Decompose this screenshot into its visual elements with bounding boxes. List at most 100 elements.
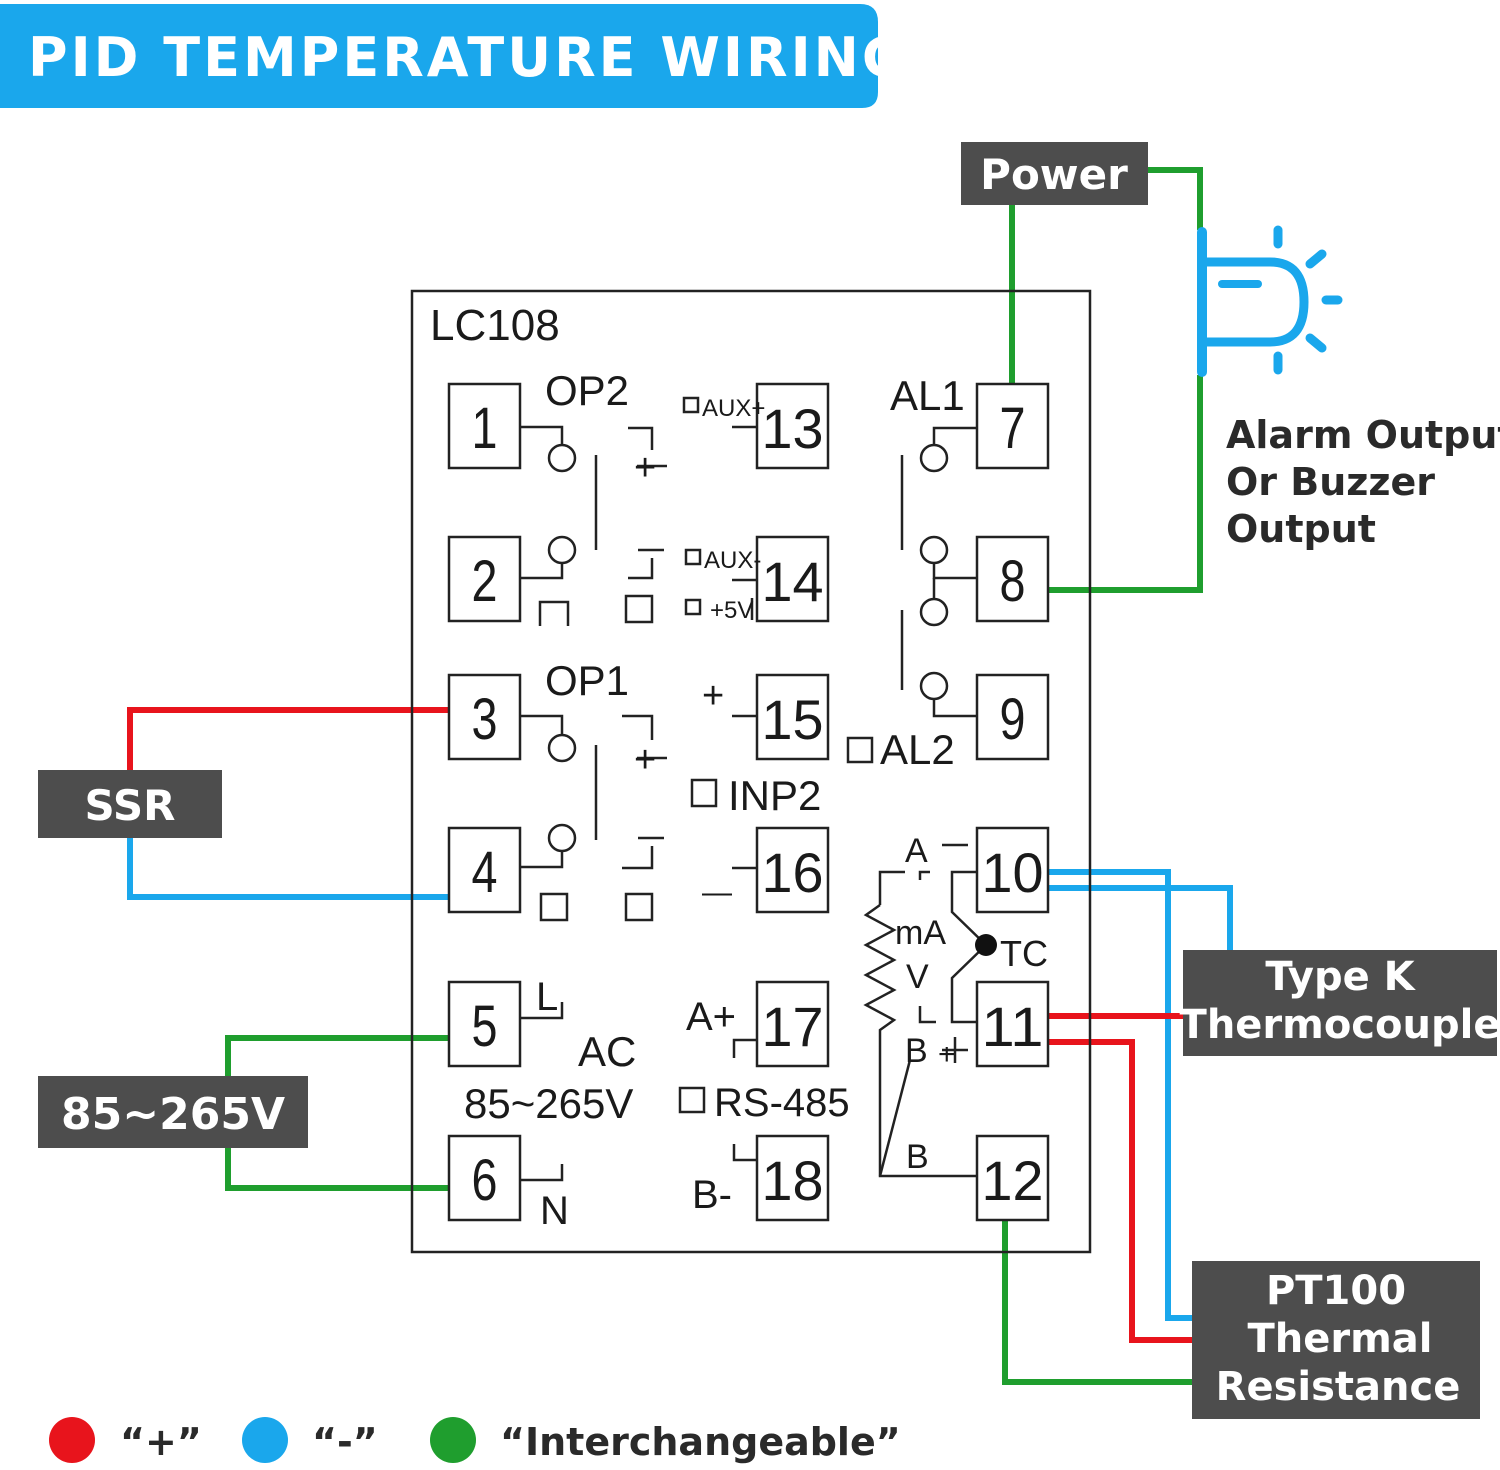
inp2-label: INP2 [728,772,821,819]
terminal-box [447,673,522,761]
wire-pt100-common [1002,1220,1192,1385]
wire-power-to-alarm [1148,167,1203,230]
terminal-5: 5 [447,980,522,1068]
terminal-11: 11 [975,980,1050,1068]
terminal-number: 17 [762,995,824,1058]
title-banner-bg [0,4,878,108]
supply-label: 85~265V [61,1089,285,1140]
wire-supply-to-5 [225,1035,448,1076]
n-label: N [540,1189,569,1233]
terminal-box [755,1134,830,1222]
terminal-6: 6 [447,1134,522,1222]
terminal-number: 1 [472,396,498,461]
op1-label: OP1 [545,657,629,704]
alarm-light-icon [1197,225,1343,377]
b2-label: B [906,1138,929,1176]
pt100-line1: PT100 [1266,1268,1406,1314]
ssr-label: SSR [85,781,176,830]
terminal-box [975,535,1050,623]
tc-junction [975,934,997,956]
device-outline [410,289,1092,1254]
internal-voltage-label: 85~265V [464,1080,633,1127]
wire-pt100-minus [1048,869,1192,1321]
terminal-18: 18 [755,1134,830,1222]
alarm-line3: Output [1226,507,1376,551]
ssr-box [38,770,222,838]
terminal-box [755,382,830,470]
wire-ssr-plus [127,707,448,770]
al1-label: AL1 [890,372,965,419]
page-title: PID TEMPERATURE WIRING [28,26,909,89]
terminal-13: 13 [755,382,830,470]
terminal-number: 5 [472,994,498,1059]
pt100-box [1192,1261,1480,1419]
terminal-10: 10 [975,826,1050,914]
terminal-number: 14 [762,550,824,613]
aux-minus-label: AUX- [704,547,761,574]
pt100-line3: Resistance [1216,1364,1461,1410]
terminal-box [755,535,830,623]
supply-box [38,1076,308,1148]
terminal-box [447,1134,522,1222]
terminal-15: 15 [755,673,830,761]
terminal-number: 7 [1000,396,1026,461]
terminal-number: 15 [762,688,824,751]
ma-label: mA [895,914,946,952]
terminal-9: 9 [975,673,1050,761]
legend-label: “Interchangeable” [500,1420,901,1464]
b-label: B [905,1032,928,1070]
terminal-number: 2 [472,549,498,614]
terminal-8: 8 [975,535,1050,623]
wire-ssr-minus [127,838,448,900]
terminal-box [447,382,522,470]
title-banner: PID TEMPERATURE WIRING [0,4,909,108]
terminal-box [755,980,830,1068]
tc-label: TC [1000,933,1048,974]
legend-swatch [49,1417,95,1463]
v-label: V [906,958,929,996]
ac-label: AC [578,1028,636,1075]
terminal-2: 2 [447,535,522,623]
legend-label: “-” [312,1420,378,1464]
alarm-line2: Or Buzzer [1226,460,1435,504]
al2-label: AL2 [880,726,955,773]
op2-label: OP2 [545,367,629,414]
model-label: LC108 [430,301,560,350]
terminal-number: 12 [982,1149,1044,1212]
pt100-line2: Thermal [1248,1316,1433,1362]
terminal-4: 4 [447,826,522,914]
controller-body: LC108 [410,289,1092,1254]
wires [127,167,1233,1385]
terminal-number: 10 [982,841,1044,904]
terminal-7: 7 [975,382,1050,470]
plus-11-label: + [938,1038,956,1071]
device-labels: OP2 OP1 AUX+ AUX- +5V AL1 AL2 INP2 L AC … [464,367,1048,1233]
plus5v-label: +5V [710,597,753,624]
thermocouple-line2: Thermocouple [1180,1002,1500,1048]
legend: “+”“-”“Interchangeable” [49,1417,901,1464]
a-label: A [905,832,928,870]
terminal-box [975,980,1050,1068]
terminal-16: 16 [755,826,830,914]
legend-swatch [430,1417,476,1463]
terminal-3: 3 [447,673,522,761]
terminal-12: 12 [975,1134,1050,1222]
terminal-number: 6 [472,1148,498,1213]
terminal-number: 11 [982,995,1044,1058]
plus-15-label: + [702,675,724,717]
terminal-1: 1 [447,382,522,470]
wire-supply-to-6 [225,1148,448,1191]
wire-tc-minus [1048,885,1233,950]
terminal-number: 3 [472,687,498,752]
terminal-box [975,382,1050,470]
terminal-box [975,673,1050,761]
terminal-number: 8 [1000,549,1026,614]
terminal-box [755,673,830,761]
terminal-14: 14 [755,535,830,623]
a-plus-label: A+ [686,995,736,1039]
terminal-box [447,826,522,914]
terminal-box [975,826,1050,914]
power-label: Power [980,150,1128,199]
